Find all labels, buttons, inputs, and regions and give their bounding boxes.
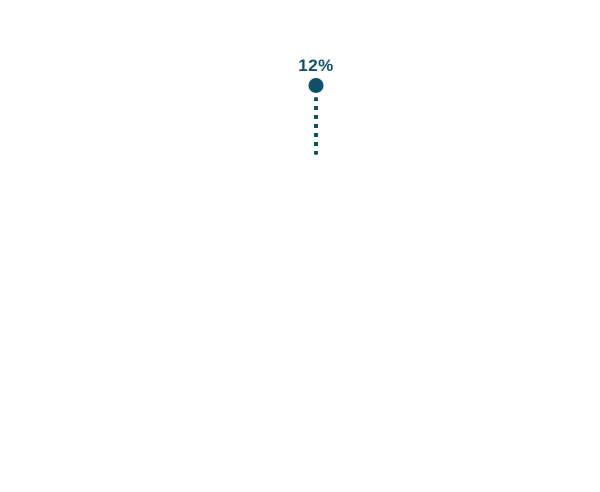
leader-line bbox=[314, 97, 318, 155]
data-point-label: 12% bbox=[298, 56, 334, 75]
data-point-marker bbox=[308, 78, 324, 93]
